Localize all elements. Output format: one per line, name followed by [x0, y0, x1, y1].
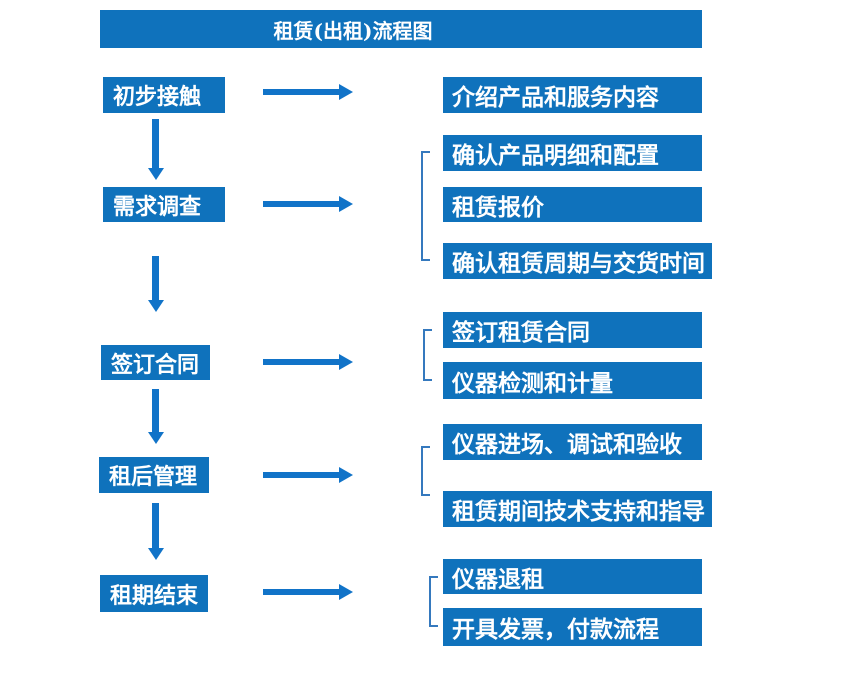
down-arrow-icon	[152, 119, 159, 168]
down-arrow-icon	[152, 256, 159, 300]
detail-box-confirm-product-details: 确认产品明细和配置	[443, 135, 702, 171]
flowchart-title: 租赁(出租)流程图	[273, 18, 433, 43]
down-arrow-icon	[152, 503, 159, 548]
detail-box-instrument-testing: 仪器检测和计量	[443, 362, 702, 399]
right-arrow-icon	[263, 589, 339, 595]
bracket-icon	[429, 576, 438, 627]
detail-box-sign-rental-contract: 签订租赁合同	[443, 312, 702, 348]
bracket-icon	[421, 151, 430, 261]
detail-box-rental-quotation: 租赁报价	[443, 187, 702, 222]
step-box-initial-contact: 初步接触	[103, 77, 225, 113]
detail-box-instrument-setup: 仪器进场、调试和验收	[443, 424, 702, 460]
right-arrow-icon	[263, 359, 339, 365]
detail-box-introduce-products: 介绍产品和服务内容	[443, 77, 702, 113]
detail-box-invoice-payment: 开具发票，付款流程	[443, 608, 702, 646]
right-arrow-icon	[263, 472, 339, 478]
detail-box-instrument-return: 仪器退租	[443, 559, 702, 594]
down-arrow-icon	[152, 389, 159, 432]
detail-box-technical-support: 租赁期间技术支持和指导	[443, 491, 712, 527]
step-box-post-rental-management: 租后管理	[99, 457, 209, 493]
step-box-sign-contract: 签订合同	[101, 345, 210, 380]
right-arrow-icon	[263, 201, 339, 207]
bracket-icon	[423, 329, 432, 381]
detail-box-confirm-rental-period: 确认租赁周期与交货时间	[443, 243, 712, 279]
right-arrow-icon	[263, 89, 339, 95]
bracket-icon	[421, 446, 430, 496]
flowchart-title-bar: 租赁(出租)流程图	[100, 10, 702, 48]
step-box-lease-end: 租期结束	[100, 575, 208, 612]
step-box-demand-survey: 需求调查	[103, 187, 225, 222]
